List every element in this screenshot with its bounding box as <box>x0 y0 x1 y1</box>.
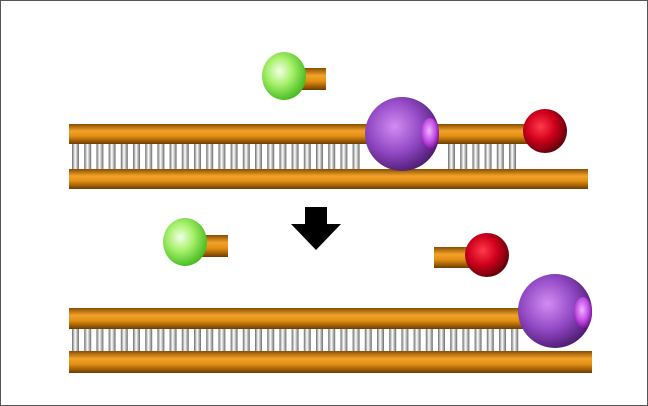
base-pair-rung <box>218 144 226 169</box>
base-pair-rung <box>462 329 470 351</box>
primer-strand-top <box>69 124 369 144</box>
base-pair-rung <box>352 144 360 169</box>
polymerase-sphere-icon <box>365 97 439 171</box>
base-pair-rung <box>242 144 250 169</box>
base-pair-rung <box>108 144 116 169</box>
base-pair-rung <box>352 329 360 351</box>
template-strand-bottom <box>69 351 592 373</box>
base-pair-rung <box>96 329 104 351</box>
base-pair-rung <box>303 144 311 169</box>
base-pair-rung <box>291 144 299 169</box>
base-pair-rung <box>157 329 165 351</box>
base-pair-rung <box>242 329 250 351</box>
base-pair-rung <box>181 329 189 351</box>
polymerase-active-site-icon <box>421 118 439 150</box>
released-fragments <box>163 218 509 277</box>
base-pair-rung <box>448 144 455 169</box>
quencher-sphere-icon <box>523 109 567 153</box>
base-pair-rung <box>194 329 201 351</box>
probe-strand-top <box>432 124 528 144</box>
base-pair-rung <box>328 144 336 169</box>
base-pair-rungs-top-left <box>72 144 360 169</box>
base-pair-rung <box>484 144 492 169</box>
base-pair-rung <box>303 329 311 351</box>
base-pair-rung <box>364 329 372 351</box>
fluorophore-stub-released <box>200 235 228 257</box>
base-pair-rung <box>72 144 79 169</box>
base-pair-rung <box>96 144 104 169</box>
base-pair-rung <box>108 329 116 351</box>
bottom-panel <box>69 274 592 373</box>
base-pair-rung <box>84 144 92 169</box>
base-pair-rung <box>279 144 287 169</box>
green-sphere-icon <box>163 218 207 266</box>
base-pair-rung <box>486 329 494 351</box>
base-pair-rung <box>194 144 201 169</box>
base-pair-rung <box>267 144 275 169</box>
base-pair-rung <box>291 329 299 351</box>
base-pair-rung <box>255 144 262 169</box>
base-pair-rung <box>133 144 140 169</box>
base-pair-rung <box>340 329 348 351</box>
base-pair-rung <box>169 144 177 169</box>
base-pair-rung <box>120 144 128 169</box>
base-pair-rung <box>145 144 153 169</box>
top-panel <box>69 52 588 189</box>
base-pair-rung <box>316 144 323 169</box>
base-pair-rung <box>377 329 384 351</box>
base-pair-rung <box>206 144 214 169</box>
base-pair-rungs-top-right <box>448 144 516 169</box>
red-sphere-icon <box>465 233 509 277</box>
base-pair-rung <box>450 329 458 351</box>
base-pair-rung <box>425 329 433 351</box>
base-pair-rung <box>499 329 506 351</box>
base-pair-rung <box>413 329 421 351</box>
base-pair-rung <box>230 329 238 351</box>
base-pair-rung <box>460 144 468 169</box>
base-pair-rung <box>169 329 177 351</box>
fluorophore-sphere-icon <box>262 52 306 100</box>
base-pair-rung <box>133 329 140 351</box>
down-arrow-icon <box>291 207 341 250</box>
base-pair-rung <box>509 144 516 169</box>
base-pair-rung <box>181 144 189 169</box>
base-pair-rung <box>206 329 214 351</box>
base-pair-rung <box>472 144 480 169</box>
base-pair-rung <box>438 329 445 351</box>
base-pair-rung <box>279 329 287 351</box>
base-pair-rung <box>496 144 504 169</box>
base-pair-rung <box>230 144 238 169</box>
base-pair-rung <box>340 144 348 169</box>
base-pair-rung <box>511 329 519 351</box>
base-pair-rung <box>72 329 79 351</box>
base-pair-rung <box>120 329 128 351</box>
base-pair-rung <box>474 329 482 351</box>
extended-strand-bottom <box>69 308 539 329</box>
base-pair-rung <box>267 329 275 351</box>
base-pair-rung <box>401 329 409 351</box>
purple-sphere-icon <box>518 274 592 348</box>
base-pair-rung <box>145 329 153 351</box>
base-pair-rung <box>389 329 397 351</box>
polymerase-active-site-bottom-icon <box>574 297 592 329</box>
base-pair-rung <box>328 329 336 351</box>
base-pair-rung <box>84 329 92 351</box>
base-pair-rung <box>157 144 165 169</box>
template-strand-top <box>69 169 588 189</box>
base-pair-rung <box>218 329 226 351</box>
base-pair-rungs-bottom <box>72 329 519 351</box>
quencher-stub-released <box>434 247 474 268</box>
base-pair-rung <box>255 329 262 351</box>
base-pair-rung <box>316 329 323 351</box>
